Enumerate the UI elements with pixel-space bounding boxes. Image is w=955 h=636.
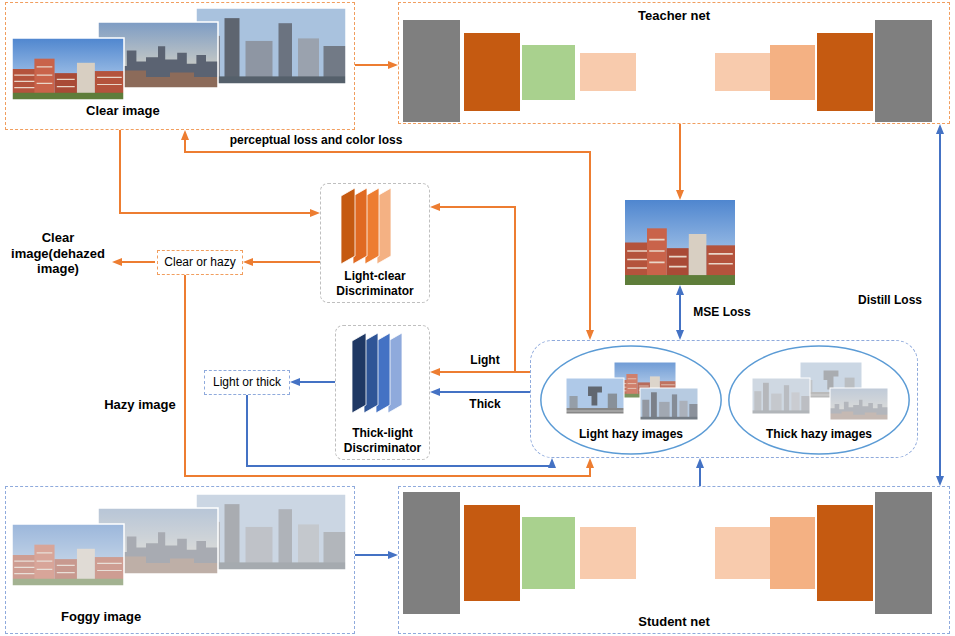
layer-block [403,20,460,122]
layer-block [770,45,815,100]
layer-block [580,53,636,91]
image-set-ellipse: Light hazy images [539,345,723,455]
layer-block [522,517,575,589]
photo [566,378,624,414]
flow-arrow [355,64,393,66]
discriminator-box: Light-clear Discriminator [320,183,430,303]
conv-layer [352,333,366,413]
edge-label: Hazy image [103,397,177,413]
photo [12,524,124,586]
flow-arrow [679,124,681,195]
layer-block [715,53,770,91]
photo [625,200,735,285]
layer-block [715,527,770,579]
network-panel: Student net [398,486,950,634]
flow-arrow [247,395,552,466]
edge-label: Thick [468,397,501,411]
flow-arrow [435,371,530,373]
clear-photos [12,8,346,100]
haze [830,388,888,420]
student-layers [403,492,932,614]
flow-arrow [435,391,530,393]
image-panel: Clear image [5,2,355,130]
output-arrow [117,261,155,263]
node-label: Student net [405,614,943,630]
layer-block [875,20,932,122]
layer-block [817,33,873,111]
node-label: Light or thick [209,375,285,389]
layer-block [464,505,520,601]
layer-block [580,527,636,579]
thick-hazy-photos [752,362,888,420]
node-label: Light-clear Discriminator [325,269,425,298]
layer-block [522,45,575,100]
light-hazy-photos [566,362,698,420]
layer-block [464,33,520,111]
image-set-region: Light hazy images Thick hazy images [530,340,918,458]
discriminator-layers [341,188,402,413]
photo-frame [12,38,124,100]
node-label: Thick-light Discriminator [339,426,426,455]
result-box: Light or thick [204,370,290,395]
haze [566,378,624,414]
haze [752,378,810,414]
layer-block [817,505,873,601]
edge-label: Light [469,353,500,367]
conv-layer [341,188,355,264]
output-label: Clear image(dehazed image) [8,230,108,277]
photo [12,38,124,100]
layer-block [875,492,932,614]
photo [830,388,888,420]
flow-arrow [295,381,335,383]
foggy-photos [12,494,346,586]
node-label: Thick hazy images [727,427,911,441]
node-label: Clear or hazy [162,255,238,269]
edge-label: MSE Loss [692,305,751,319]
flow-arrow [185,135,590,335]
haze [640,388,698,420]
flow-arrow [679,290,681,335]
node-label: Light hazy images [539,427,723,441]
teacher-layers [403,20,932,122]
flow-arrow [355,554,393,556]
haze [12,524,124,586]
discriminator-box: Thick-light Discriminator [335,325,430,460]
image-set-ellipse: Thick hazy images [727,345,911,455]
flow-arrow [248,261,320,263]
photo [752,378,810,414]
image-panel: Foggy image [5,486,355,634]
node-label: Foggy image [61,609,348,625]
flow-arrow [435,207,530,372]
node-label: Clear image [86,103,348,119]
result-box: Clear or hazy [157,250,243,275]
layer-block [403,492,460,614]
dehazed-image [625,200,735,285]
edge-label: perceptual loss and color loss [229,133,404,147]
node-label: Teacher net [405,8,943,24]
network-panel: Teacher net [398,2,950,124]
edge-label: Distill Loss [857,293,923,307]
photo [640,388,698,420]
layer-block [770,517,815,589]
flow-arrow [699,463,701,486]
flow-arrow [939,129,941,481]
